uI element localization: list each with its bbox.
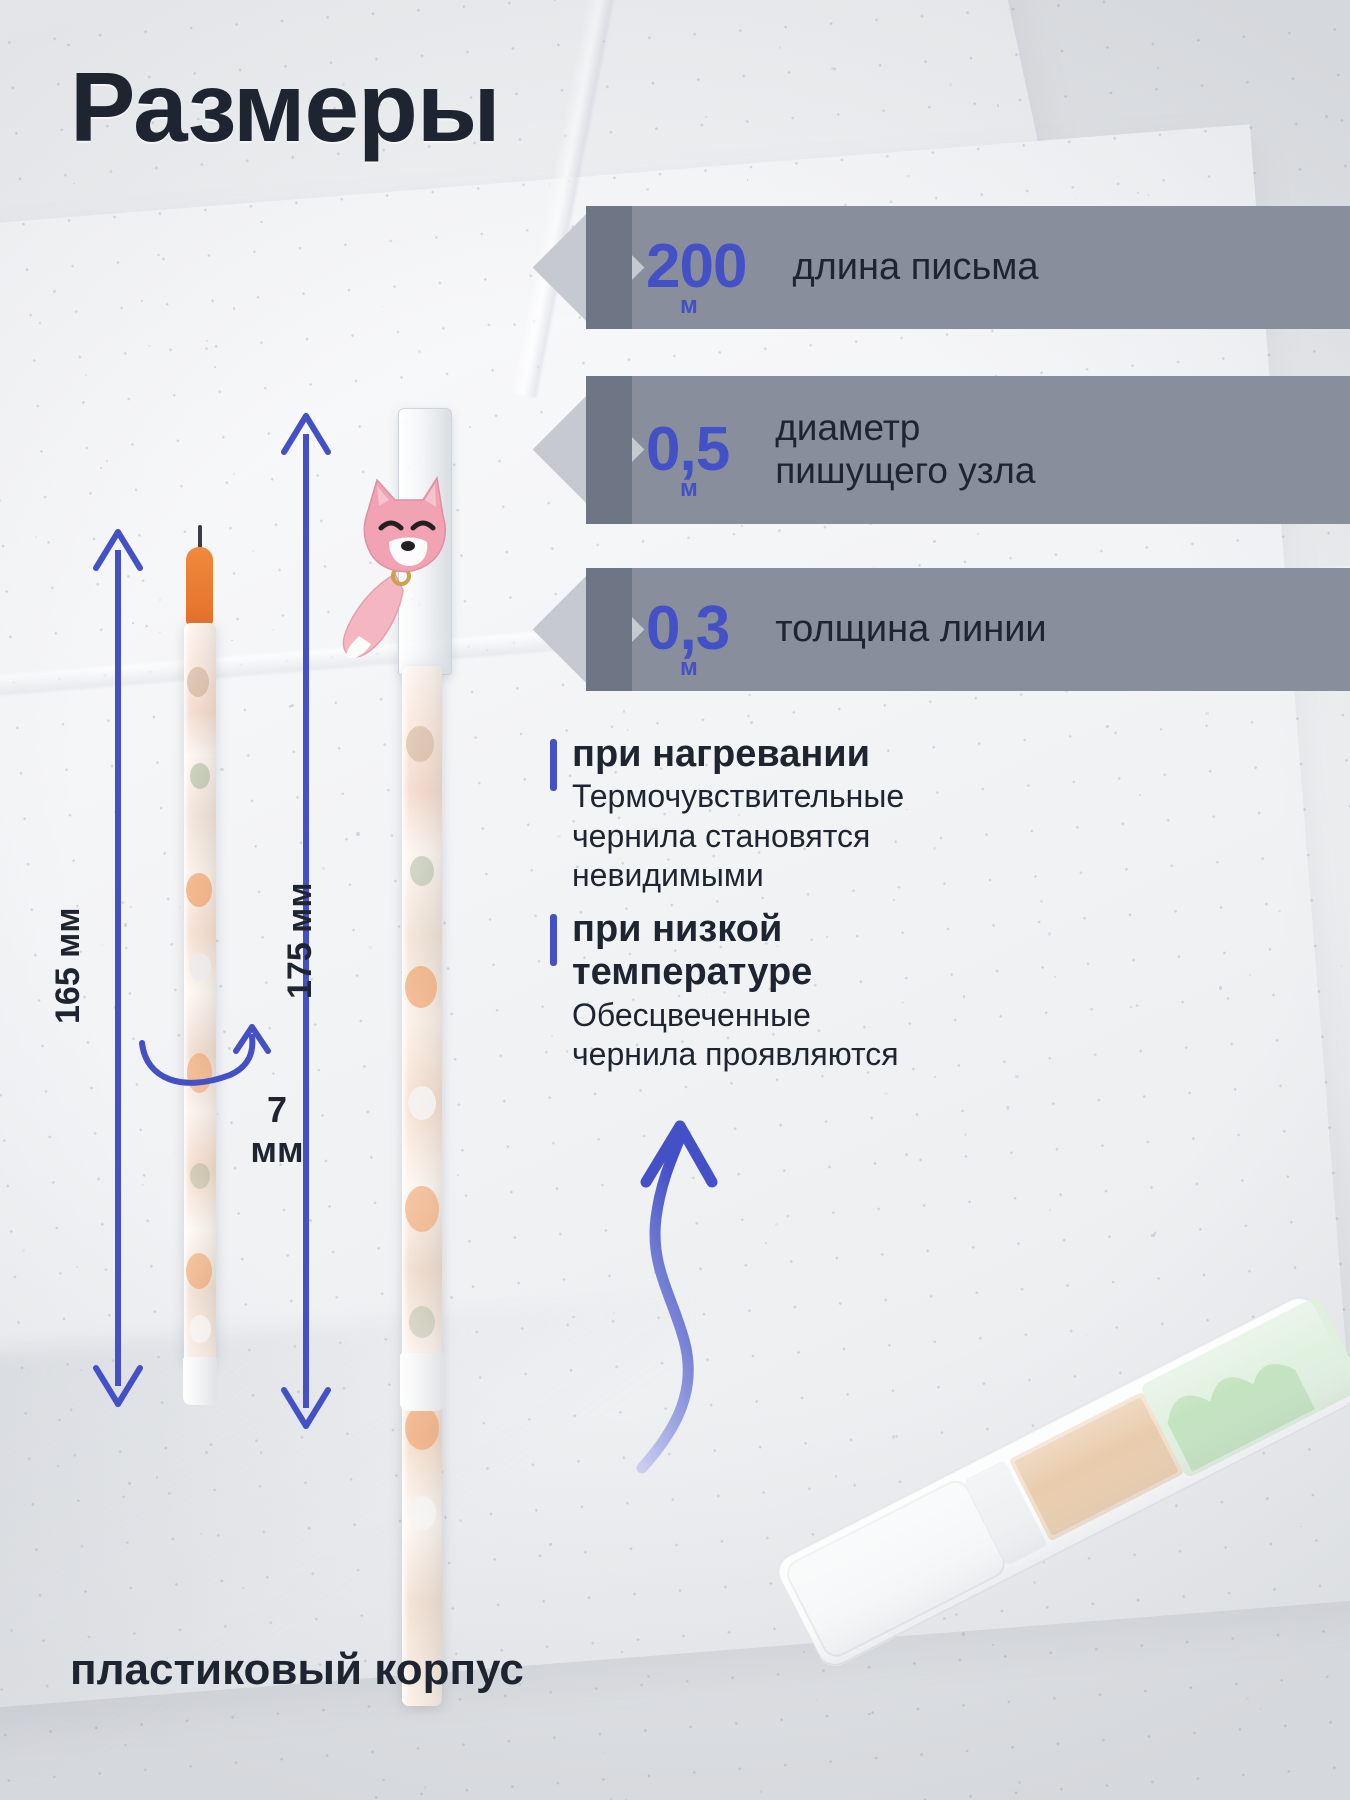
dimension-arrow-165 (93, 529, 143, 1407)
corner-pen-svg (777, 1297, 1350, 1666)
ribbon-band-2 (586, 376, 1350, 524)
ribbon-band-3 (586, 568, 1350, 691)
spec-unit-3: м (680, 654, 698, 682)
pen-end-cap-left (183, 1357, 217, 1405)
pen-with-fox-charm (342, 408, 462, 1706)
dimension-7-value: 7 (266, 1089, 288, 1130)
pen-standard (178, 525, 226, 1405)
feature-body-2-line1: Обесцвеченные (572, 996, 811, 1033)
feature-accent-bar-2 (550, 914, 557, 966)
dimension-arrow-7mm (139, 1024, 271, 1086)
fox-charm (337, 466, 457, 696)
pen-end-cap-right (400, 1353, 444, 1411)
bottom-caption: пластиковый корпус (70, 1645, 524, 1694)
feature-body-1-line2: чернила становятся (572, 817, 871, 854)
ribbon-fold-shadow-1 (586, 206, 632, 329)
gradient-swoosh-arrow (636, 1120, 718, 1474)
pen-tip-left (186, 547, 213, 625)
feature-heading-1: при нагревании (572, 733, 871, 775)
spec-value-3: 0,3 (646, 594, 730, 664)
spec-value-wrap-3: 0,3 м (646, 598, 730, 682)
spec-label-2: диаметр пишущего узла (775, 407, 1035, 493)
spec-unit-1: м (680, 292, 698, 320)
pen-barrel-right (402, 666, 442, 1706)
fox-charm-svg (342, 475, 446, 659)
spec-value-1: 200 (646, 232, 747, 302)
ribbon-fold-shadow-2 (586, 376, 632, 524)
feature-accent-bar-1 (550, 739, 557, 791)
feature-body-1-line3: невидимыми (572, 857, 764, 894)
feature-body-2-line2: чернила проявляются (572, 1036, 899, 1073)
spec-unit-2: м (680, 474, 698, 502)
feature-body-1-line1: Термочувствительные (572, 778, 905, 815)
corner-product-photo (729, 1197, 1350, 1773)
pen-nib-left (198, 525, 202, 549)
spec-label-2-line2: пишущего узла (775, 450, 1036, 491)
ribbon-fold-shadow-3 (586, 568, 632, 691)
spec-ribbon-tip-diameter: 0,5 м диаметр пишущего узла (532, 376, 1350, 524)
spec-value-wrap-1: 200 м (646, 236, 747, 320)
feature-heating: при нагревании Термочувствительные черни… (550, 733, 1030, 895)
spec-label-3: толщина линии (775, 608, 1047, 651)
barrel-animal-print-left (184, 623, 216, 1363)
ribbon-band-1 (586, 206, 1350, 329)
spec-ribbon-line-thickness: 0,3 м толщина линии (532, 568, 1350, 691)
feature-heading-2-line2: температуре (572, 951, 813, 994)
spec-label-1: длина письма (792, 246, 1039, 289)
spec-ribbon-writing-length: 200 м длина письма (532, 206, 1350, 329)
pen-barrel-left (184, 623, 216, 1363)
page-title: Размеры (70, 52, 501, 162)
feature-cold: при низкой температуре Обесцвеченные чер… (550, 908, 1030, 1074)
dimension-label-7mm: 7 мм (232, 1090, 322, 1169)
feature-heading-2-line1: при низкой (572, 908, 783, 950)
spec-label-2-line1: диаметр (775, 407, 921, 449)
dimension-7-unit: мм (250, 1128, 304, 1170)
dimension-arrow-175 (281, 413, 331, 1429)
spec-value-wrap-2: 0,5 м (646, 418, 730, 502)
dimension-label-165: 165 мм (49, 907, 87, 1024)
spec-value-2: 0,5 (646, 414, 730, 484)
